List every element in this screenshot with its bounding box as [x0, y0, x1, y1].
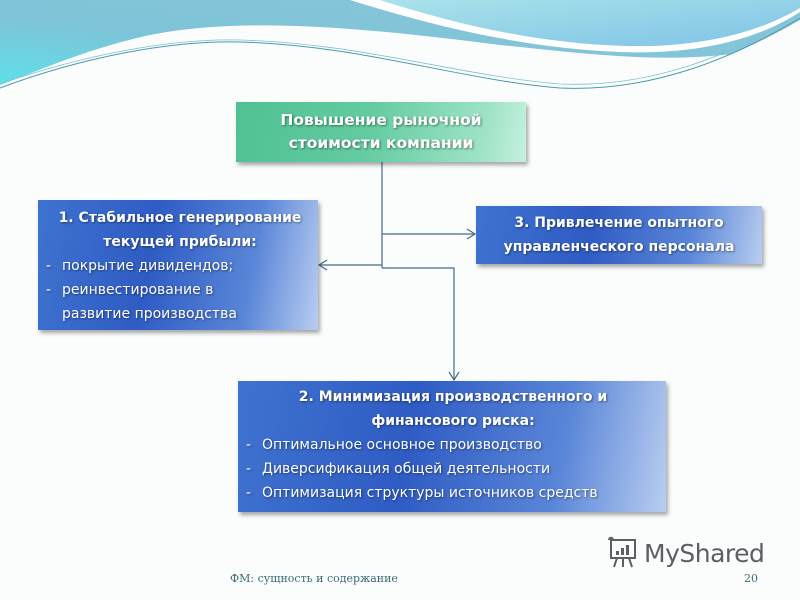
- bullet-dash: -: [246, 461, 252, 477]
- myshared-watermark[interactable]: MyShared: [606, 536, 765, 570]
- box2-title-line-2: финансового риска:: [371, 413, 535, 429]
- root-goal-line-1: Повышение рыночной: [280, 111, 482, 129]
- box1-bullet: - реинвестирование в: [46, 278, 314, 302]
- stable-profit-box: 1. Стабильное генерирование текущей приб…: [38, 200, 318, 330]
- box2-title-line-1: 2. Минимизация производственного и: [298, 389, 608, 405]
- box2-bullet: - Диверсификация общей деятельности: [246, 457, 660, 481]
- box1-bullet: - покрытие дивидендов;: [46, 254, 314, 278]
- watermark-text: MyShared: [644, 538, 765, 568]
- bullet-dash: [46, 302, 62, 326]
- bullet-text: покрытие дивидендов;: [62, 258, 234, 274]
- bullet-text: Диверсификация общей деятельности: [262, 461, 551, 477]
- bullet-text: Оптимизация структуры источников средств: [262, 485, 598, 501]
- bullet-text: Оптимальное основное производство: [262, 437, 542, 453]
- root-goal-box: Повышение рыночной стоимости компании: [236, 102, 526, 162]
- box1-bullet-continuation: развитие производства: [46, 302, 314, 326]
- header-wave-decoration: [0, 0, 800, 110]
- bullet-dash: -: [46, 282, 52, 298]
- root-goal-line-2: стоимости компании: [288, 134, 474, 152]
- box2-bullet: - Оптимальное основное производство: [246, 433, 660, 457]
- page-number: 20: [744, 572, 758, 585]
- bullet-dash: -: [46, 258, 52, 274]
- box1-title-line-1: 1. Стабильное генерирование: [58, 210, 302, 226]
- risk-minimization-box: 2. Минимизация производственного и финан…: [238, 381, 666, 512]
- bullet-dash: -: [246, 437, 252, 453]
- footer-title: ФМ: сущность и содержание: [230, 572, 398, 585]
- experienced-management-box: 3. Привлечение опытного управленческого …: [476, 206, 762, 264]
- box3-line-2: управленческого персонала: [503, 239, 735, 255]
- box1-title-line-2: текущей прибыли:: [103, 234, 257, 250]
- bullet-text: развитие производства: [62, 306, 237, 322]
- presentation-board-icon: [608, 536, 636, 568]
- bullet-text: реинвестирование в: [62, 282, 214, 298]
- bullet-dash: -: [246, 485, 252, 501]
- box2-bullet: - Оптимизация структуры источников средс…: [246, 481, 660, 505]
- box3-line-1: 3. Привлечение опытного: [514, 215, 724, 231]
